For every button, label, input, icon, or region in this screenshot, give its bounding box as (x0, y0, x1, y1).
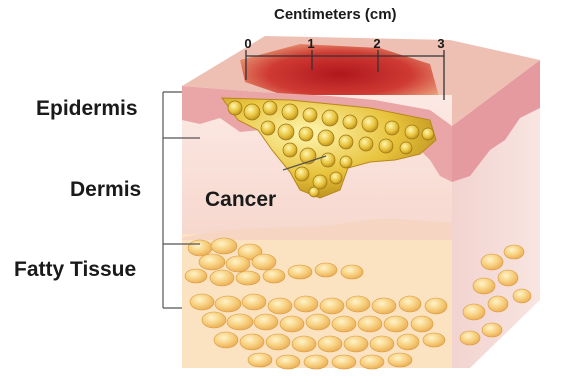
scale-label-2: 2 (373, 36, 380, 51)
scale-title: Centimeters (cm) (274, 6, 397, 23)
scale-label-1: 1 (307, 36, 314, 51)
label-fatty-tissue: Fatty Tissue (14, 258, 136, 282)
label-dermis: Dermis (70, 178, 141, 202)
label-epidermis: Epidermis (36, 97, 138, 121)
label-cancer: Cancer (205, 188, 276, 212)
scale-label-3: 3 (437, 36, 444, 51)
scale-label-0: 0 (244, 36, 251, 51)
